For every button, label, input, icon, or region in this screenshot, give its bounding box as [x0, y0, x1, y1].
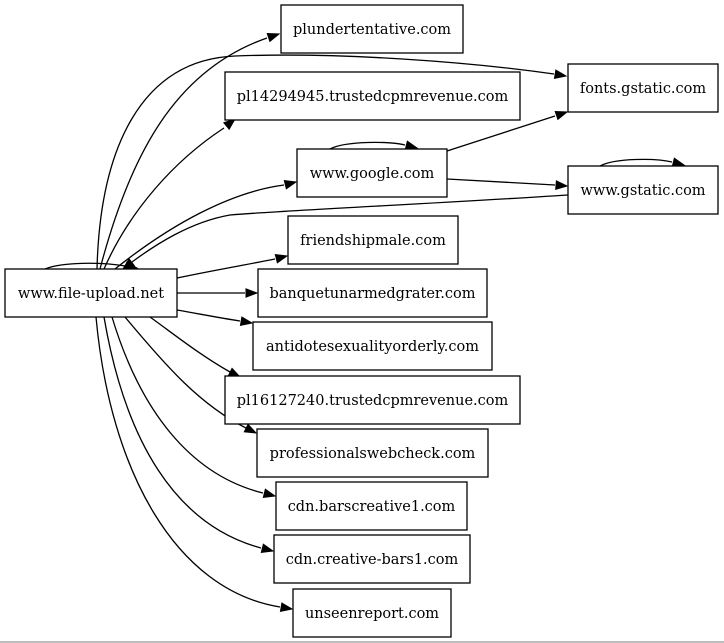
edge-line	[176, 309, 241, 322]
edges-layer	[44, 32, 686, 612]
bottom-divider	[0, 641, 724, 643]
edge-file_upload-to-pl14294945	[103, 118, 237, 270]
node-box	[257, 268, 488, 318]
arrowhead-icon	[260, 543, 275, 553]
node-box	[224, 375, 521, 425]
arrowhead-icon	[283, 180, 298, 190]
node-label: banquetunarmedgrater.com	[270, 286, 476, 302]
node-box	[256, 428, 489, 478]
node-box	[292, 588, 452, 638]
node-barscreative[interactable]: cdn.barscreative1.com	[275, 481, 468, 531]
edge-line	[329, 141, 406, 150]
node-label: professionalswebcheck.com	[270, 446, 476, 462]
node-box	[4, 268, 178, 318]
node-friendship[interactable]: friendshipmale.com	[287, 215, 459, 265]
edge-line	[114, 184, 285, 270]
node-file-upload[interactable]: www.file-upload.net	[4, 268, 178, 318]
arrowhead-icon	[555, 180, 569, 190]
node-label: cdn.creative-bars1.com	[286, 552, 459, 568]
arrowhead-icon	[245, 288, 259, 298]
node-professional[interactable]: professionalswebcheck.com	[256, 428, 489, 478]
node-label: unseenreport.com	[305, 606, 439, 622]
edge-file_upload-to-antidote	[176, 309, 254, 326]
arrowhead-icon	[239, 316, 254, 326]
edge-file_upload-to-friendship	[176, 254, 289, 279]
edge-file_upload-to-plunder	[99, 32, 281, 270]
edge-google-to-google	[329, 140, 419, 150]
node-box	[567, 165, 719, 215]
node-label: www.google.com	[310, 166, 435, 182]
edge-file_upload-to-banquet	[177, 288, 259, 298]
node-pl14294945[interactable]: pl14294945.trustedcpmrevenue.com	[224, 71, 521, 121]
edge-line	[176, 258, 276, 279]
node-label: plundertentative.com	[293, 22, 451, 38]
edge-line	[96, 54, 555, 270]
nodes-layer: www.file-upload.net plundertentative.com p…	[4, 4, 719, 638]
edge-file_upload-to-barscreative	[111, 316, 277, 498]
edge-file_upload-to-pl16127240	[149, 316, 242, 378]
edge-file_upload-to-google	[114, 180, 298, 270]
arrowhead-icon	[266, 32, 281, 43]
edge-file_upload-to-fonts_gstatic	[96, 54, 568, 270]
node-box	[252, 321, 493, 371]
node-label: www.gstatic.com	[580, 183, 705, 199]
arrowhead-icon	[243, 423, 258, 434]
node-antidote[interactable]: antidotesexualityorderly.com	[252, 321, 493, 371]
node-label: pl16127240.trustedcpmrevenue.com	[237, 393, 509, 409]
arrowhead-icon	[554, 110, 569, 121]
node-creativebars[interactable]: cdn.creative-bars1.com	[273, 534, 471, 584]
arrowhead-icon	[222, 118, 237, 131]
node-pl16127240[interactable]: pl16127240.trustedcpmrevenue.com	[224, 375, 521, 425]
arrowhead-icon	[262, 488, 277, 498]
node-box	[567, 63, 719, 113]
arrowhead-icon	[121, 258, 136, 270]
node-box	[296, 148, 448, 198]
arrowhead-icon	[274, 254, 289, 264]
edge-line	[99, 37, 268, 270]
edge-line	[95, 316, 281, 608]
node-fonts-gstatic[interactable]: fonts.gstatic.com	[567, 63, 719, 113]
edge-line	[149, 316, 231, 373]
node-box	[280, 4, 464, 54]
node-label: www.file-upload.net	[18, 286, 164, 302]
edge-www_gstatic-to-www_gstatic	[599, 157, 686, 167]
edge-google-to-www_gstatic	[446, 178, 569, 190]
edge-file_upload-to-unseen	[95, 316, 294, 612]
node-label: cdn.barscreative1.com	[288, 499, 456, 515]
arrowhead-icon	[671, 157, 686, 167]
node-unseen[interactable]: unseenreport.com	[292, 588, 452, 638]
node-banquet[interactable]: banquetunarmedgrater.com	[257, 268, 488, 318]
edge-www_gstatic-to-file_upload	[121, 194, 569, 270]
node-box	[224, 71, 521, 121]
edge-line	[599, 158, 673, 167]
arrowhead-icon	[279, 602, 294, 612]
edge-google-to-fonts_gstatic	[446, 110, 569, 152]
arrowhead-icon	[404, 140, 419, 150]
node-box	[287, 215, 459, 265]
edge-line	[446, 178, 556, 186]
edge-line	[446, 115, 556, 152]
edge-line	[103, 316, 262, 549]
node-www-gstatic[interactable]: www.gstatic.com	[567, 165, 719, 215]
arrowhead-icon	[553, 69, 568, 79]
node-google[interactable]: www.google.com	[296, 148, 448, 198]
node-box	[273, 534, 471, 584]
node-label: antidotesexualityorderly.com	[266, 339, 479, 355]
node-plunder[interactable]: plundertentative.com	[280, 4, 464, 54]
node-label: fonts.gstatic.com	[580, 81, 707, 97]
node-label: pl14294945.trustedcpmrevenue.com	[237, 89, 509, 105]
edge-line	[103, 127, 225, 270]
edge-line	[44, 262, 126, 270]
edge-line	[131, 194, 569, 263]
node-label: friendshipmale.com	[300, 233, 446, 249]
edge-line	[111, 316, 264, 494]
node-box	[275, 481, 468, 531]
edge-file_upload-to-creativebars	[103, 316, 275, 553]
